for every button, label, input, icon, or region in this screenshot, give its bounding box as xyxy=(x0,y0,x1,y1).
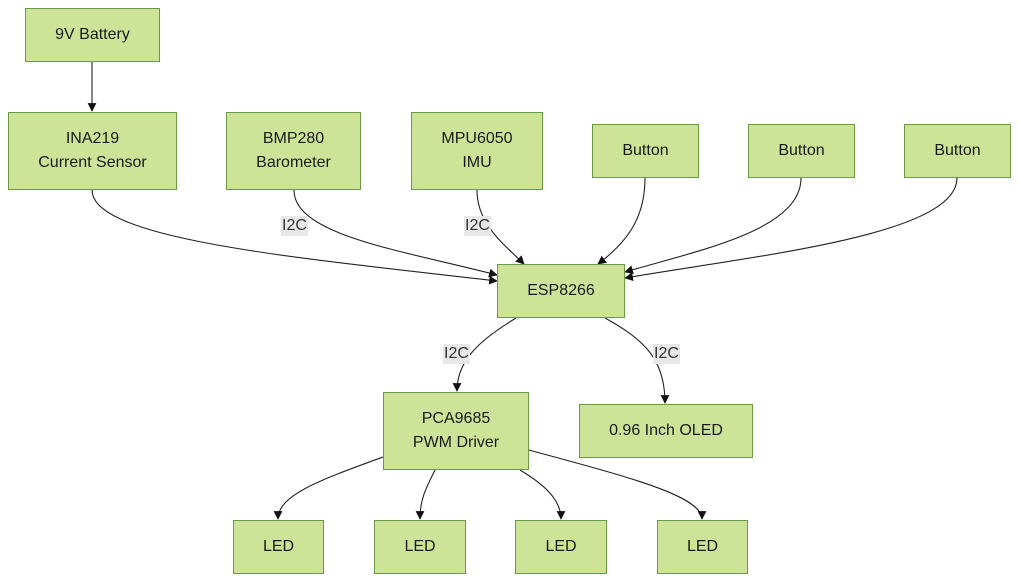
node-sublabel: IMU xyxy=(462,154,492,171)
node-label: Button xyxy=(778,142,825,159)
node-label: INA219 xyxy=(65,130,120,147)
node-mpu6050[interactable]: MPU6050 IMU xyxy=(411,112,543,190)
edge-mpu6050-esp8266 xyxy=(476,189,525,265)
node-sublabel: Barometer xyxy=(256,154,331,171)
edge-label-bmp280: I2C xyxy=(281,216,308,236)
node-button-2[interactable]: Button xyxy=(748,124,855,178)
edge-button1-esp8266 xyxy=(597,177,646,265)
edge-pca9685-led3 xyxy=(519,469,566,520)
node-label: MPU6050 xyxy=(441,130,513,147)
node-led-4[interactable]: LED xyxy=(657,520,748,574)
edge-button3-esp8266 xyxy=(624,177,958,282)
edge-label-oled: I2C xyxy=(653,344,680,364)
node-label: Button xyxy=(622,142,669,159)
edge-pca9685-led2 xyxy=(415,469,436,520)
node-label: BMP280 xyxy=(262,130,325,147)
node-led-3[interactable]: LED xyxy=(515,520,607,574)
node-led-1[interactable]: LED xyxy=(233,520,324,574)
node-led-2[interactable]: LED xyxy=(374,520,466,574)
node-button-1[interactable]: Button xyxy=(592,124,699,178)
node-9v-battery[interactable]: 9V Battery xyxy=(25,8,160,62)
node-label: 9V Battery xyxy=(55,26,130,43)
node-bmp280[interactable]: BMP280 Barometer xyxy=(226,112,361,190)
node-button-3[interactable]: Button xyxy=(904,124,1011,178)
node-oled[interactable]: 0.96 Inch OLED xyxy=(579,404,753,458)
edge-button2-esp8266 xyxy=(624,177,802,274)
node-esp8266[interactable]: ESP8266 xyxy=(497,264,625,318)
edge-pca9685-led1 xyxy=(273,456,384,520)
node-sublabel: PWM Driver xyxy=(412,434,500,451)
node-label: 0.96 Inch OLED xyxy=(609,422,723,439)
node-label: LED xyxy=(545,538,577,555)
node-label: LED xyxy=(404,538,436,555)
node-label: LED xyxy=(686,538,719,555)
node-pca9685[interactable]: PCA9685 PWM Driver xyxy=(383,392,529,470)
node-label: LED xyxy=(262,538,295,555)
edge-label-pca9685: I2C xyxy=(443,344,470,364)
node-label: PCA9685 xyxy=(421,410,491,427)
edge-bmp280-esp8266 xyxy=(293,189,498,278)
node-label: ESP8266 xyxy=(527,282,595,299)
edge-pca9685-led4 xyxy=(528,449,707,520)
edge-ina219-esp8266 xyxy=(91,189,498,285)
node-label: Button xyxy=(934,142,981,159)
edge-esp8266-oled xyxy=(604,317,670,404)
edge-label-mpu6050: I2C xyxy=(464,216,491,236)
node-ina219[interactable]: INA219 Current Sensor xyxy=(8,112,177,190)
node-sublabel: Current Sensor xyxy=(38,154,147,171)
edge-esp8266-pca9685 xyxy=(452,317,517,392)
